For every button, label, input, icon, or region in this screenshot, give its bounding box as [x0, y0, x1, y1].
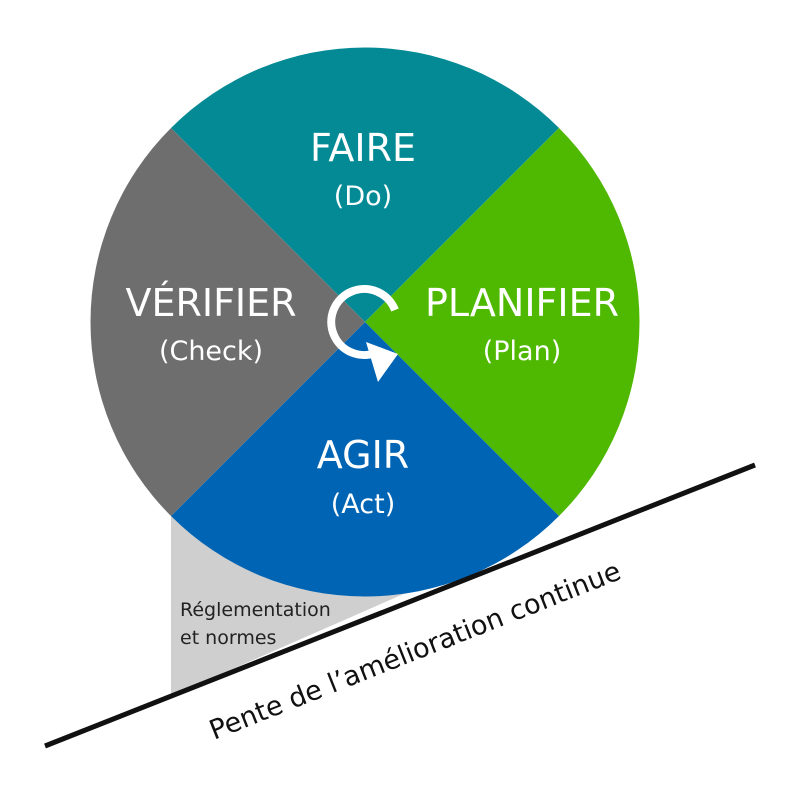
- improvement-slope-line: [44, 462, 756, 749]
- quadrant-planifier: [365, 128, 640, 516]
- faire-title: FAIRE: [310, 126, 416, 170]
- verifier-subtitle: (Check): [159, 336, 263, 367]
- cycle-arrow-icon: [327, 285, 399, 382]
- faire-subtitle: (Do): [334, 181, 392, 212]
- quadrant-agir: [171, 322, 559, 597]
- quadrant-faire: [171, 47, 559, 323]
- quadrant-verifier: [90, 128, 365, 516]
- agir-subtitle: (Act): [331, 489, 396, 520]
- agir-title: AGIR: [317, 433, 409, 477]
- verifier-title: VÉRIFIER: [125, 281, 296, 325]
- planifier-title: PLANIFIER: [425, 281, 619, 325]
- planifier-subtitle: (Plan): [483, 336, 562, 367]
- wedge-label-line2: et normes: [180, 627, 276, 649]
- wedge-label-line1: Réglementation: [180, 599, 331, 621]
